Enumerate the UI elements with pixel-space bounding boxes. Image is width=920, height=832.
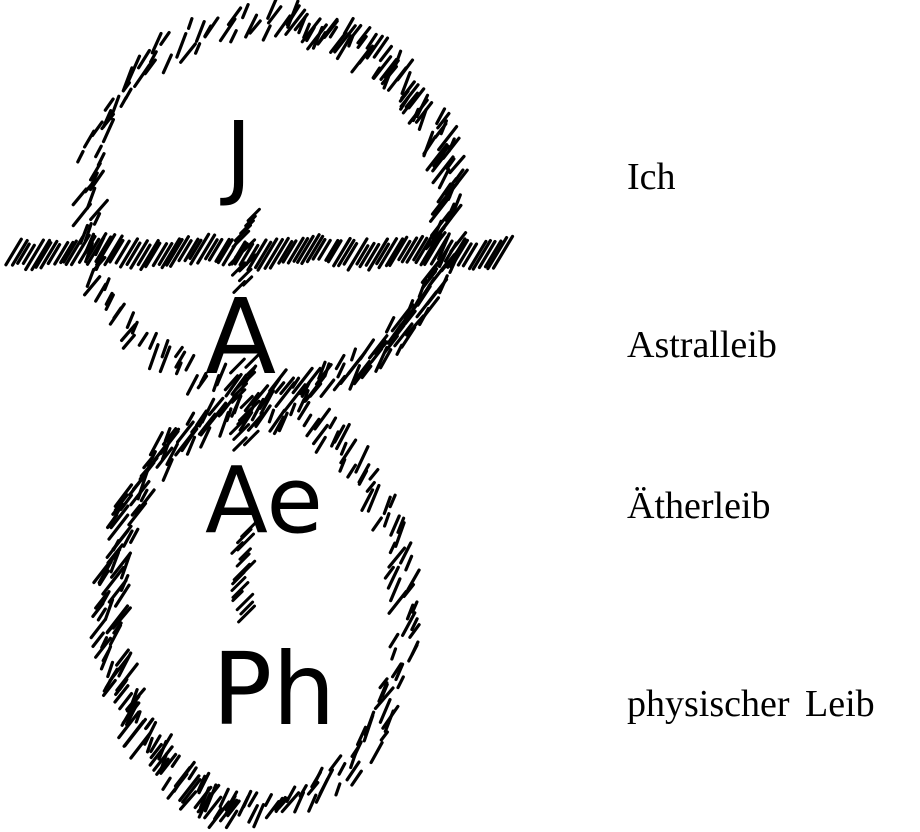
label-aetherleib: Ätherleib	[627, 487, 771, 525]
label-physischer-leib: physischer Leib	[627, 685, 875, 723]
physical-letter: Ph	[212, 640, 336, 740]
label-astralleib: Astralleib	[627, 326, 777, 364]
ich-letter: J	[225, 110, 252, 202]
aether-letter: Ae	[205, 455, 323, 547]
label-ich: Ich	[627, 158, 676, 196]
astral-letter: A	[205, 285, 276, 389]
